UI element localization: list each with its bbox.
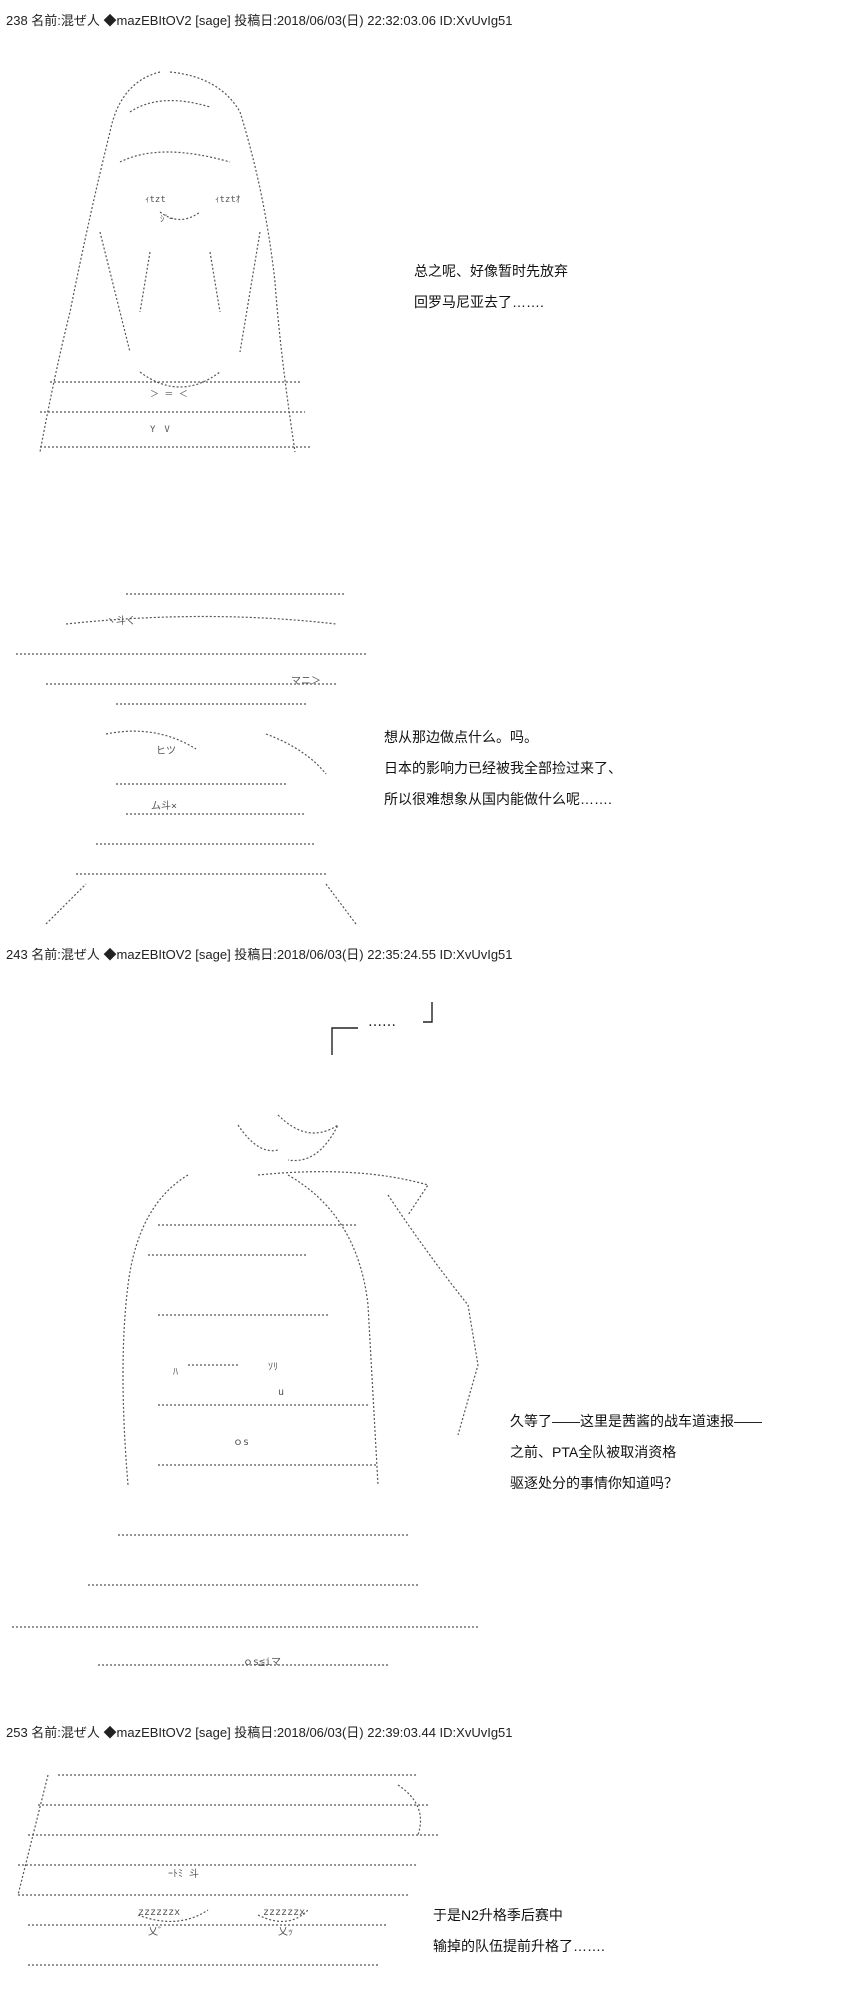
svg-text:ム斗×: ム斗× <box>151 800 177 812</box>
dialogue-253: 于是N2升格季后赛中 输掉的队伍提前升格了……. <box>433 1900 605 1962</box>
dialogue-line: 之前、PTA全队被取消资格 <box>510 1444 677 1460</box>
caption-bracket: …… <box>331 1002 433 1055</box>
svg-text:乂ﾞ: 乂ﾞ <box>148 1926 163 1938</box>
svg-text:zzzzzzx: zzzzzzx <box>138 1907 180 1918</box>
dialogue-line: 日本的影响力已经被我全部捡过来了、 <box>384 760 622 776</box>
dialogue-line: 总之呢、好像暂时先放弃 <box>414 263 568 279</box>
dialogue-line: 所以很难想象从国内能做什么呢……. <box>384 791 612 807</box>
svg-text:u: u <box>278 1387 284 1398</box>
svg-text:ｰﾄﾐ 斗: ｰﾄﾐ 斗 <box>168 1868 199 1880</box>
ascii-art-girl-long-hair: ｨtzt ｨtztｵ ｼﾞｰ ＞ ＝ ＜ Y V <box>10 52 320 492</box>
post-header-253: 253 名前:混ぜ人 ◆mazEBItOV2 [sage] 投稿日:2018/0… <box>6 1725 513 1740</box>
ascii-art-girl-ribbon: ﾊ ｿﾘ u ｏs ｏs≦iマ <box>8 1105 488 1690</box>
svg-text:＞ ＝ ＜: ＞ ＝ ＜ <box>150 390 188 400</box>
dialogue-243: 久等了——这里是茜酱的战车道速报—— 之前、PTA全队被取消资格 驱逐处分的事情… <box>510 1406 762 1499</box>
dialogue-line: 回罗马尼亚去了……. <box>414 294 544 310</box>
svg-text:乂ｯ: 乂ｯ <box>278 1927 293 1938</box>
dialogue-line: 想从那边做点什么。吗。 <box>384 729 538 745</box>
dialogue-238-a: 总之呢、好像暂时先放弃 回罗马尼亚去了……. <box>414 256 568 318</box>
svg-text:ヽ斗く: ヽ斗く <box>106 615 136 627</box>
svg-text:マニ＞: マニ＞ <box>291 676 321 687</box>
dialogue-238-b: 想从那边做点什么。吗。 日本的影响力已经被我全部捡过来了、 所以很难想象从国内能… <box>384 722 622 815</box>
svg-text:ヒツ: ヒツ <box>156 745 176 757</box>
svg-text:Y V: Y V <box>150 425 170 435</box>
ascii-art-girl-hat-2: zzzzzzx zzzzzzx ｰﾄﾐ 斗 乂ｯ 乂ﾞ <box>8 1765 448 2000</box>
svg-text:zzzzzzx: zzzzzzx <box>263 1907 305 1918</box>
ascii-art-girl-hat: ヒツ ム斗× ヽ斗く マニ＞ <box>6 584 386 934</box>
svg-text:ｏs: ｏs <box>233 1437 249 1448</box>
dialogue-line: 输掉的队伍提前升格了……. <box>433 1938 605 1954</box>
svg-text:ｨtztｵ: ｨtztｵ <box>215 194 241 205</box>
dialogue-line: 于是N2升格季后赛中 <box>433 1907 563 1923</box>
svg-text:ｼﾞｰ: ｼﾞｰ <box>160 214 174 225</box>
dialogue-line: 驱逐处分的事情你知道吗？ <box>510 1475 678 1491</box>
svg-text:ﾊ: ﾊ <box>173 1367 178 1378</box>
svg-text:ｨtzt: ｨtzt <box>145 195 166 205</box>
svg-text:ｿﾘ: ｿﾘ <box>268 1362 278 1373</box>
caption-ellipsis: …… <box>368 1014 396 1030</box>
svg-text:ｏs≦iマ: ｏs≦iマ <box>243 1657 281 1668</box>
post-header-243: 243 名前:混ぜ人 ◆mazEBItOV2 [sage] 投稿日:2018/0… <box>6 947 513 962</box>
dialogue-line: 久等了——这里是茜酱的战车道速报—— <box>510 1413 762 1429</box>
post-header-238: 238 名前:混ぜ人 ◆mazEBItOV2 [sage] 投稿日:2018/0… <box>6 13 513 28</box>
